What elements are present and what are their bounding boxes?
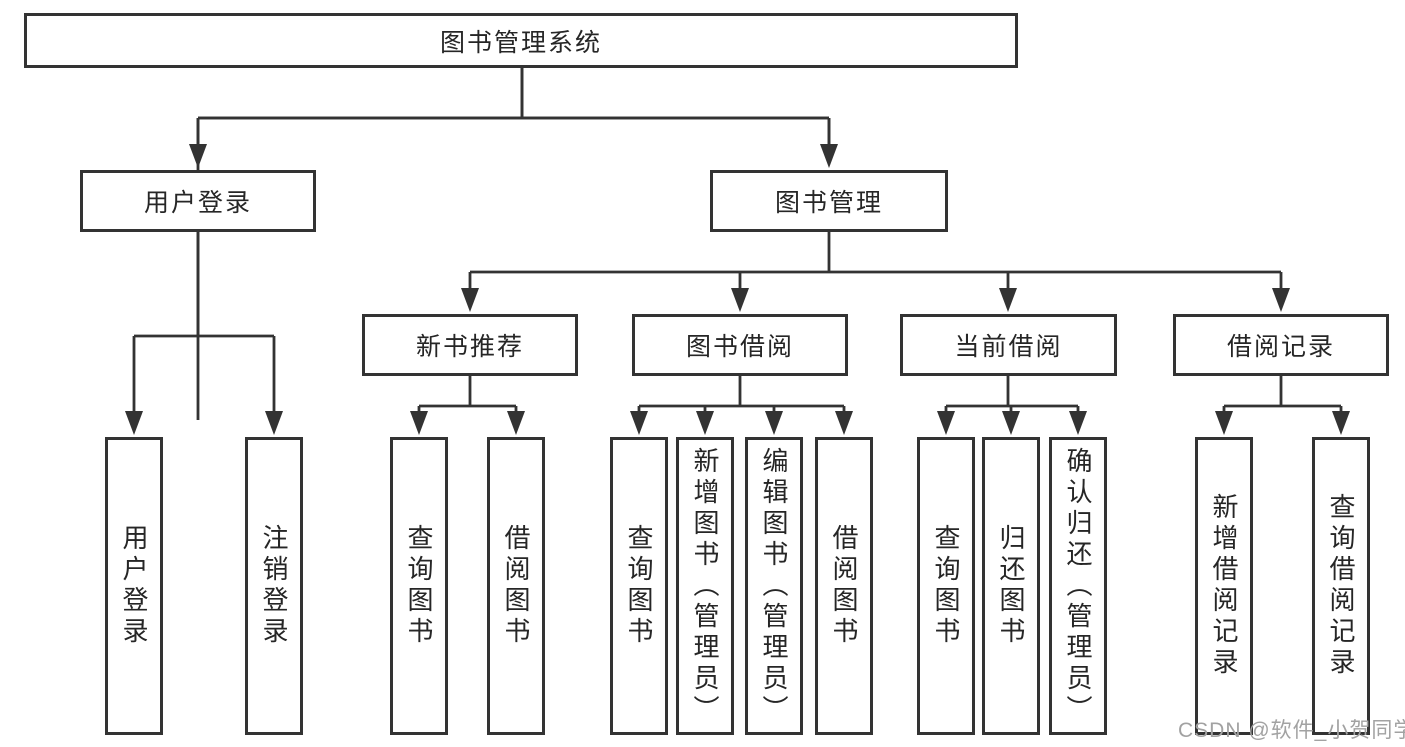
node-user-login: 用户登录 [80,170,316,232]
node-leaf-add-borrow-record: 新增借阅记录 [1195,437,1253,735]
connector-borrow-records [1222,376,1343,419]
node-leaf-query-books-recommend: 查询图书 [390,437,448,735]
node-leaf-query-books-borrow: 查询图书 [610,437,668,735]
arrow-down-icon [507,411,525,435]
arrow-down-icon [410,411,428,435]
connector-book-management [468,232,1283,294]
arrow-down-icon [1272,288,1290,312]
arrow-down-icon [1002,411,1020,435]
arrow-down-icon [630,411,648,435]
arrow-down-icon [765,411,783,435]
csdn-watermark: CSDN @软件_小贺同学 [1178,719,1405,742]
node-leaf-query-borrow-record: 查询借阅记录 [1312,437,1370,735]
connector-new-book [417,376,518,419]
node-leaf-borrow-books-recommend: 借阅图书 [487,437,545,735]
arrow-down-icon [731,288,749,312]
node-new-book-recommend: 新书推荐 [362,314,578,376]
node-book-borrowing: 图书借阅 [632,314,848,376]
arrow-down-icon [265,411,283,435]
node-leaf-borrow-books: 借阅图书 [815,437,873,735]
node-leaf-logout: 注销登录 [245,437,303,735]
arrow-down-icon [189,144,207,168]
node-root-title: 图书管理系统 [24,13,1018,68]
arrow-down-icon [835,411,853,435]
arrow-down-icon [696,411,714,435]
connector-root-bus [196,68,831,148]
connector-user-login [132,232,276,419]
arrow-down-icon [1332,411,1350,435]
arrow-down-icon [937,411,955,435]
arrow-down-icon [125,411,143,435]
node-leaf-edit-books-admin: 编辑图书（管理员） [745,437,803,735]
node-leaf-add-books-admin: 新增图书（管理员） [676,437,734,735]
arrow-down-icon [1215,411,1233,435]
connector-paths [132,68,1343,420]
arrow-down-icon [461,288,479,312]
node-leaf-user-login: 用户登录 [105,437,163,735]
node-leaf-confirm-return-admin: 确认归还（管理员） [1049,437,1107,735]
arrow-down-icon [820,144,838,168]
arrowheads [125,144,1350,435]
node-current-borrowing: 当前借阅 [900,314,1117,376]
node-leaf-query-books-current: 查询图书 [917,437,975,735]
node-book-management: 图书管理 [710,170,948,232]
arrow-down-icon [1069,411,1087,435]
node-leaf-return-books: 归还图书 [982,437,1040,735]
arrow-down-icon [999,288,1017,312]
node-borrowing-records: 借阅记录 [1173,314,1389,376]
connector-book-borrow [637,376,846,419]
